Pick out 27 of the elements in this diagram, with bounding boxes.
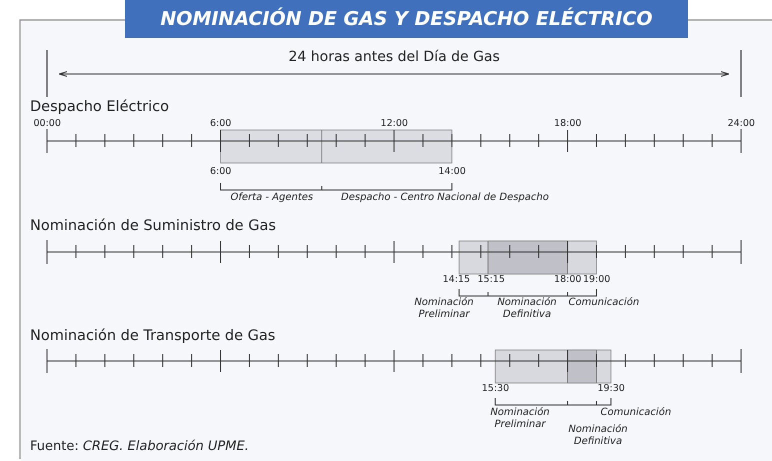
time-label: 18:00 — [554, 119, 582, 130]
phase-label: Despacho - Centro Nacional de Despacho — [341, 192, 549, 204]
time-label: 6:00 — [210, 119, 232, 130]
phase-label: Comunicación — [568, 297, 640, 308]
time-label: 6:00 — [210, 167, 232, 178]
time-label: 12:00 — [380, 119, 408, 130]
title-banner: NOMINACIÓN DE GAS Y DESPACHO ELÉCTRICO — [125, 0, 688, 38]
time-label: 15:30 — [482, 384, 510, 395]
time-label: 14:00 — [438, 167, 466, 178]
time-label: 19:30 — [597, 384, 625, 395]
span-label: 24 horas antes del Día de Gas — [288, 49, 500, 66]
time-label: 19:00 — [582, 275, 610, 286]
phase-label: Nominación Preliminar — [489, 407, 551, 430]
time-label: 14:15 — [442, 275, 470, 286]
time-label: 15:15 — [478, 275, 505, 286]
phase-label: Oferta - Agentes — [230, 192, 314, 204]
row-title: Nominación de Suministro de Gas — [30, 218, 276, 235]
row-title: Despacho Eléctrico — [30, 99, 169, 116]
phase-label: Nominación Preliminar — [413, 297, 475, 320]
time-label: 00:00 — [34, 119, 61, 130]
phase-label: Nominación Definitiva — [496, 297, 558, 320]
phase-label: Nominación Definitiva — [567, 424, 629, 447]
source-note: Fuente: CREG. Elaboración UPME. — [30, 440, 249, 455]
row-title: Nominación de Transporte de Gas — [30, 328, 276, 345]
time-label: 18:00 — [554, 275, 582, 286]
time-label: 24:00 — [728, 119, 755, 130]
phase-label: Comunicación — [600, 407, 672, 418]
